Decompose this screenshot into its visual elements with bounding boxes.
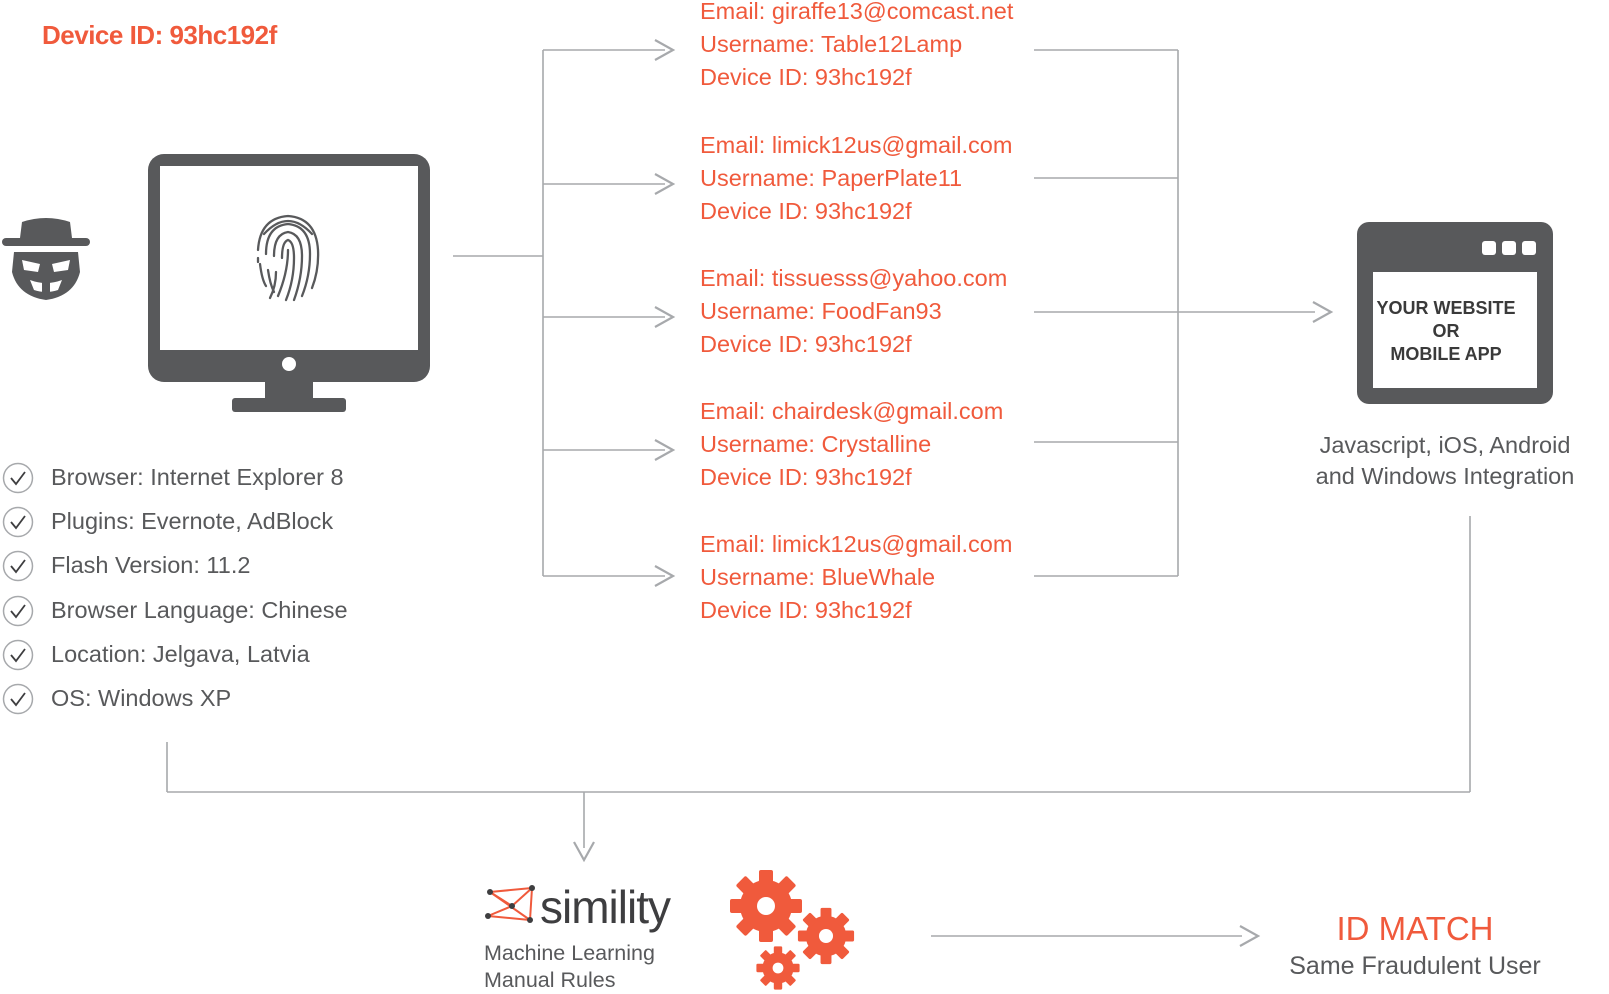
account-block: Email: giraffe13@comcast.net Username: T… — [700, 0, 1013, 94]
check-circle-icon — [2, 595, 34, 627]
account-username: Username: FoodFan93 — [700, 298, 942, 324]
account-email: Email: giraffe13@comcast.net — [700, 0, 1014, 24]
attribute-item: Browser Language: Chinese — [0, 593, 420, 631]
account-device-id: Device ID: 93hc192f — [700, 464, 912, 490]
monitor-icon — [148, 154, 430, 412]
browser-window-icon — [1357, 222, 1553, 404]
check-circle-icon — [2, 550, 34, 582]
app-box-line: OR — [1432, 321, 1460, 341]
account-device-id: Device ID: 93hc192f — [700, 597, 912, 623]
attribute-item: Flash Version: 11.2 — [0, 548, 420, 586]
simility-line: Manual Rules — [484, 968, 616, 992]
account-email: Email: tissuesss@yahoo.com — [700, 265, 1008, 291]
fingerprint-icon — [256, 214, 320, 302]
account-username: Username: BlueWhale — [700, 564, 936, 590]
account-username: Username: Table12Lamp — [700, 31, 963, 57]
check-circle-icon — [2, 683, 34, 715]
account-username: Username: PaperPlate11 — [700, 165, 963, 191]
account-email: Email: limick12us@gmail.com — [700, 531, 1013, 557]
attribute-text: OS: Windows XP — [51, 685, 232, 711]
attribute-item: OS: Windows XP — [0, 681, 420, 719]
id-match-title: ID MATCH — [1336, 910, 1494, 947]
attribute-text: Plugins: Evernote, AdBlock — [51, 508, 334, 534]
fraudster-icon — [2, 218, 90, 300]
account-device-id: Device ID: 93hc192f — [700, 331, 912, 357]
gears-icon — [730, 870, 855, 990]
attribute-item: Location: Jelgava, Latvia — [0, 637, 420, 675]
attribute-text: Browser: Internet Explorer 8 — [51, 464, 344, 490]
attribute-text: Flash Version: 11.2 — [51, 552, 251, 578]
attribute-item: Browser: Internet Explorer 8 — [0, 460, 420, 498]
check-circle-icon — [2, 639, 34, 671]
attribute-item: Plugins: Evernote, AdBlock — [0, 504, 420, 542]
account-block: Email: chairdesk@gmail.com Username: Cry… — [700, 395, 1003, 494]
attribute-text: Location: Jelgava, Latvia — [51, 641, 310, 667]
integration-line: and Windows Integration — [1315, 463, 1575, 489]
simility-description: Machine Learning Manual Rules — [484, 940, 655, 994]
simility-logo-icon — [485, 885, 535, 923]
integration-text: Javascript, iOS, Android and Windows Int… — [1290, 430, 1600, 492]
account-email: Email: limick12us@gmail.com — [700, 132, 1013, 158]
app-box-line: MOBILE APP — [1390, 344, 1502, 364]
account-device-id: Device ID: 93hc192f — [700, 198, 912, 224]
simility-line: Machine Learning — [484, 941, 655, 965]
id-match-subtitle: Same Fraudulent User — [1289, 952, 1541, 980]
device-id-title: Device ID: 93hc192f — [42, 20, 277, 50]
app-box-line: YOUR WEBSITE — [1376, 298, 1516, 318]
account-device-id: Device ID: 93hc192f — [700, 64, 912, 90]
account-block: Email: tissuesss@yahoo.com Username: Foo… — [700, 262, 1007, 361]
simility-wordmark: simility — [540, 881, 671, 933]
attribute-text: Browser Language: Chinese — [51, 597, 348, 623]
account-block: Email: limick12us@gmail.com Username: Pa… — [700, 129, 1012, 228]
check-circle-icon — [2, 506, 34, 538]
check-circle-icon — [2, 462, 34, 494]
account-block: Email: limick12us@gmail.com Username: Bl… — [700, 528, 1012, 627]
account-email: Email: chairdesk@gmail.com — [700, 398, 1004, 424]
app-box-label: YOUR WEBSITE OR MOBILE APP — [1356, 297, 1536, 366]
integration-line: Javascript, iOS, Android — [1319, 432, 1571, 458]
account-username: Username: Crystalline — [700, 431, 932, 457]
